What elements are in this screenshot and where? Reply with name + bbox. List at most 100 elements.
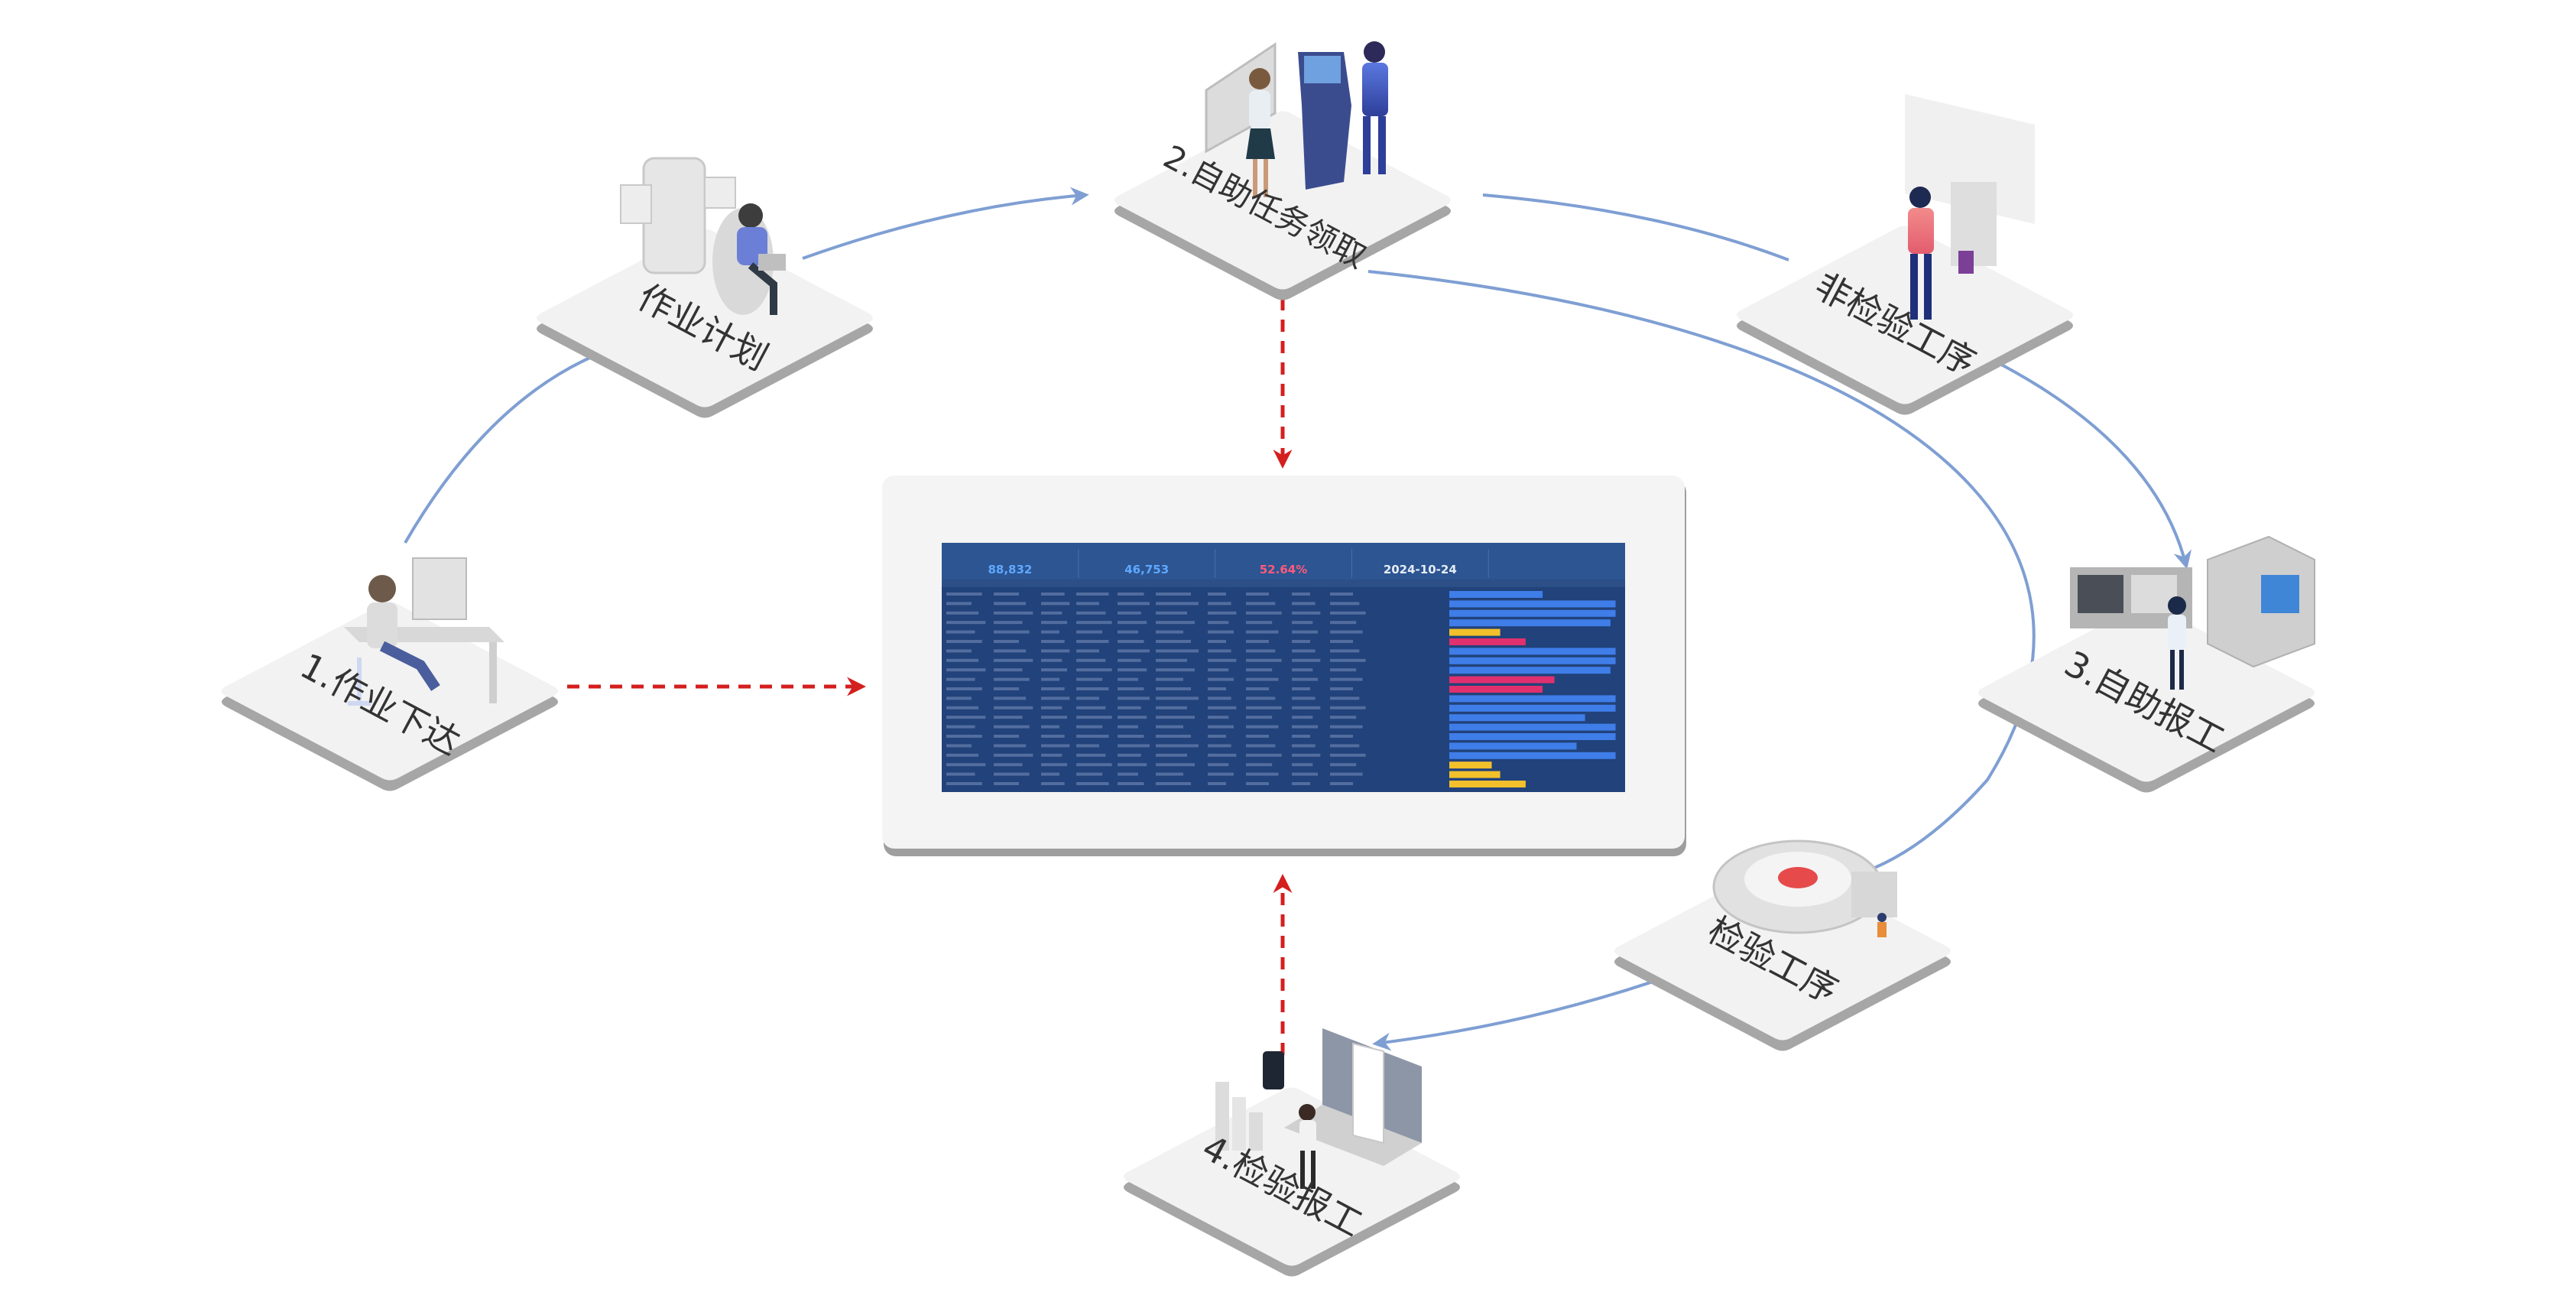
table-cell: [946, 716, 986, 719]
progress-bar: [1449, 667, 1611, 674]
table-cell: [1246, 735, 1269, 738]
table-cell: [1156, 735, 1191, 738]
table-cell: [1292, 630, 1318, 634]
table-cell: [1246, 649, 1276, 653]
table-cell: [1292, 744, 1316, 748]
table-cell: [1041, 782, 1065, 785]
table-cell: [1208, 611, 1237, 615]
table-cell: [1208, 649, 1231, 653]
table-cell: [946, 602, 972, 606]
node-work-plan: 作业计划: [537, 157, 873, 418]
table-cell: [1246, 706, 1282, 709]
progress-bar: [1449, 591, 1543, 598]
table-cell: [1041, 716, 1067, 719]
table-cell: [1292, 621, 1313, 625]
table-cell: [946, 593, 982, 596]
table-cell: [1156, 649, 1199, 653]
table-cell: [946, 621, 986, 625]
table-cell: [1156, 677, 1183, 681]
table-cell: [1156, 658, 1187, 662]
table-cell: [1118, 621, 1147, 625]
table-cell: [1208, 602, 1231, 606]
person-with-laptop-icon: [620, 157, 786, 315]
table-cell: [994, 593, 1019, 596]
table-cell: [1041, 611, 1063, 615]
progress-bar: [1449, 648, 1616, 655]
table-cell: [1041, 649, 1070, 653]
table-cell: [1208, 744, 1231, 748]
progress-bar: [1449, 723, 1616, 731]
table-cell: [1208, 630, 1234, 634]
table-cell: [1156, 593, 1191, 596]
table-cell: [1292, 602, 1316, 606]
table-cell: [946, 658, 979, 662]
table-cell: [1208, 668, 1229, 672]
table-cell: [1246, 677, 1279, 681]
flow-connectors: [404, 187, 2192, 1051]
table-cell: [1118, 706, 1141, 709]
table-cell: [1246, 696, 1276, 700]
table-cell: [1076, 716, 1112, 719]
table-cell: [946, 772, 975, 776]
table-cell: [1208, 696, 1231, 700]
table-cell: [1156, 602, 1199, 606]
table-cell: [1208, 593, 1226, 596]
table-cell: [1292, 611, 1321, 615]
table-cell: [1292, 725, 1318, 729]
table-cell: [1208, 677, 1234, 681]
table-cell: [1041, 658, 1063, 662]
table-cell: [994, 763, 1023, 767]
table-cell: [1156, 725, 1183, 729]
table-cell: [1118, 772, 1138, 776]
table-cell: [1246, 593, 1269, 596]
table-cell: [1118, 735, 1144, 738]
node-inspection-report: 4.检验报工: [1124, 1028, 1460, 1277]
table-cell: [1041, 630, 1059, 634]
table-cell: [1292, 593, 1310, 596]
table-cell: [1076, 725, 1103, 729]
worker-at-desk-icon: [344, 557, 504, 706]
table-cell: [1041, 753, 1063, 757]
table-cell: [1118, 753, 1141, 757]
inspector-with-laptop-icon: [1215, 1028, 1422, 1189]
table-cell: [994, 668, 1023, 672]
table-cell: [1118, 658, 1141, 662]
table-cell: [1292, 677, 1318, 681]
table-cell: [946, 668, 986, 672]
table-cell: [1076, 696, 1099, 700]
table-cell: [994, 621, 1023, 625]
table-cell: [1156, 782, 1191, 785]
table-cell: [1330, 725, 1363, 729]
table-cell: [1292, 753, 1321, 757]
table-cell: [1156, 687, 1191, 690]
table-cell: [994, 753, 1033, 757]
table-cell: [1208, 706, 1237, 709]
table-cell: [1330, 602, 1360, 606]
table-cell: [946, 735, 982, 738]
table-cell: [946, 611, 979, 615]
table-cell: [1156, 716, 1195, 719]
table-cell: [1118, 668, 1147, 672]
table-cell: [1330, 611, 1366, 615]
table-cell: [1208, 735, 1226, 738]
table-cell: [1118, 716, 1147, 719]
dashboard-kpi-value: 88,832: [988, 563, 1032, 576]
table-cell: [1041, 725, 1059, 729]
table-cell: [1330, 677, 1363, 681]
table-cell: [1076, 772, 1103, 776]
table-cell: [1246, 753, 1282, 757]
table-cell: [1076, 677, 1103, 681]
table-cell: [1118, 593, 1144, 596]
table-cell: [1041, 668, 1067, 672]
edge-claim-to-noninspection: [1482, 193, 1789, 261]
edge-dispatch-to-plan: [404, 350, 605, 544]
table-cell: [1156, 668, 1195, 672]
table-cell: [1292, 706, 1321, 709]
table-cell: [1292, 668, 1313, 672]
table-cell: [1076, 602, 1099, 606]
table-cell: [1208, 640, 1226, 643]
table-cell: [1246, 687, 1269, 690]
table-cell: [994, 630, 1030, 634]
